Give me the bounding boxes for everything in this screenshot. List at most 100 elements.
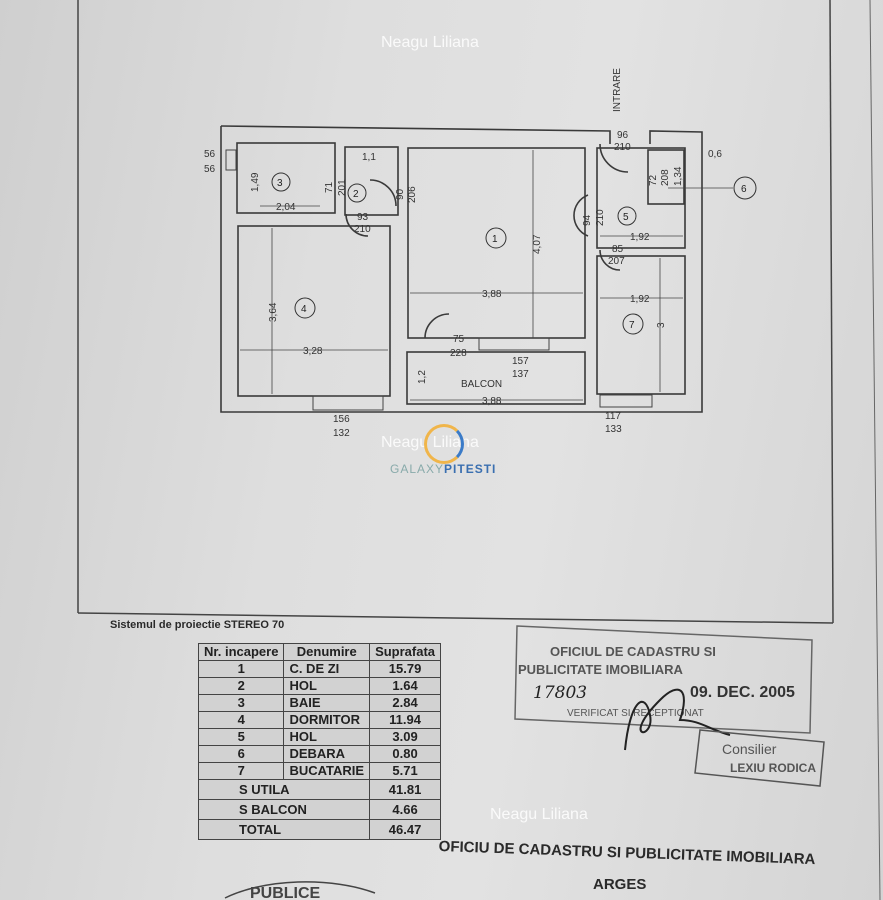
cell: DEBARA	[283, 745, 371, 763]
cell: 0.80	[369, 745, 442, 763]
cell: 3.09	[369, 728, 442, 746]
cell: 11.94	[369, 711, 442, 729]
dim: 206	[407, 186, 418, 203]
cell: 1	[197, 660, 285, 678]
cell: 1.64	[369, 677, 442, 695]
dim: 1,49	[250, 172, 261, 192]
dim: 210	[595, 209, 606, 226]
frame-right	[829, 0, 834, 624]
cell: 3	[197, 694, 285, 712]
dim: 90	[395, 188, 406, 200]
galaxy-logo-text: GALAXYPITESTI	[390, 462, 496, 476]
door-swing-icon	[424, 313, 450, 339]
dim: 1,34	[673, 166, 684, 186]
page-edge	[869, 0, 881, 900]
header-cell: Nr. incapere	[197, 643, 285, 661]
stamp-name: LEXIU RODICA	[730, 761, 816, 775]
dim: 1,92	[630, 232, 650, 243]
door-swing-icon	[573, 194, 589, 237]
stamp-text: VERIFICAT SI RECEPTIONAT	[567, 708, 704, 719]
window-icon	[478, 337, 550, 351]
window-icon	[312, 395, 384, 411]
official-stamp: OFICIUL DE CADASTRU SI PUBLICITATE IMOBI…	[224, 625, 825, 900]
dim: 56	[204, 149, 216, 160]
dim: 93	[357, 212, 369, 223]
door-swing-icon	[345, 213, 369, 237]
footer-county: ARGES	[593, 876, 647, 893]
signature	[624, 688, 731, 751]
cell: 2.84	[369, 694, 442, 712]
dim: 207	[608, 256, 625, 267]
cell: HOL	[283, 728, 371, 746]
table-header: Nr. incapere Denumire Suprafata	[197, 643, 442, 661]
frame-bottom	[77, 612, 834, 624]
dim: 3	[656, 322, 667, 328]
dim: 132	[333, 428, 350, 439]
dim: 208	[660, 169, 671, 186]
stamp-text: Consilier	[722, 741, 777, 757]
window-icon	[599, 394, 653, 408]
cell: 46.47	[369, 819, 442, 840]
dim: 228	[450, 348, 467, 359]
cell: HOL	[283, 677, 371, 695]
dim: 1,2	[417, 370, 428, 384]
dim: 117	[605, 411, 621, 422]
dim: 1,1	[362, 152, 376, 163]
cell: S BALCON	[197, 799, 371, 820]
cell: TOTAL	[197, 819, 371, 840]
dimension-lines	[240, 150, 733, 401]
dim: 3,64	[268, 302, 279, 322]
watermark-top: Neagu Liliana	[381, 34, 479, 51]
cell: S UTILA	[197, 779, 371, 800]
dim: 210	[614, 142, 631, 153]
dim: 96	[617, 130, 629, 141]
room-number-7: 7	[629, 320, 635, 331]
dim: 85	[612, 244, 624, 255]
dimension-labels: INTRARE 56 56 1,49 2,04 1,1 71 201 90 20…	[204, 68, 722, 439]
cell: 5.71	[369, 762, 442, 780]
dim: 1,92	[630, 294, 650, 305]
balcony-label: BALCON	[461, 379, 502, 390]
logo-text: PITESTI	[444, 462, 497, 476]
dim: 75	[453, 334, 465, 345]
cell: 15.79	[369, 660, 442, 678]
dim: 2,04	[276, 202, 296, 213]
cell: 6	[197, 745, 285, 763]
cell: 5	[197, 728, 285, 746]
dim: 3,88	[482, 396, 502, 407]
cell: 7	[197, 762, 285, 780]
dim: 71	[324, 181, 335, 193]
room-number-3: 3	[277, 178, 283, 189]
room-markers: 3 2 1 4 5 6 7	[271, 172, 757, 335]
stamp-number: 17803	[533, 683, 587, 703]
window-icon	[225, 149, 237, 171]
round-seal	[224, 881, 376, 899]
door-swing-icon	[369, 179, 397, 207]
stamp-text: OFICIUL DE CADASTRU SI	[550, 644, 716, 659]
stamp-date: 09. DEC. 2005	[690, 684, 795, 701]
logo-text: GALAXY	[390, 462, 445, 476]
dim: 157	[512, 356, 529, 367]
dim: 72	[648, 174, 659, 186]
dim: 94	[582, 214, 593, 226]
watermark-bottom: Neagu Liliana	[490, 806, 588, 823]
cell: BUCATARIE	[283, 762, 371, 780]
door-swing-icon	[599, 249, 621, 271]
dim: 4,07	[532, 234, 543, 254]
dim: 56	[204, 164, 216, 175]
stamp-text: PUBLICITATE IMOBILIARA	[518, 662, 684, 677]
door-swing-icon	[599, 143, 629, 173]
cell: 4.66	[369, 799, 442, 820]
walls	[220, 125, 703, 413]
header-cell: Suprafata	[369, 643, 442, 661]
cell: 2	[197, 677, 285, 695]
